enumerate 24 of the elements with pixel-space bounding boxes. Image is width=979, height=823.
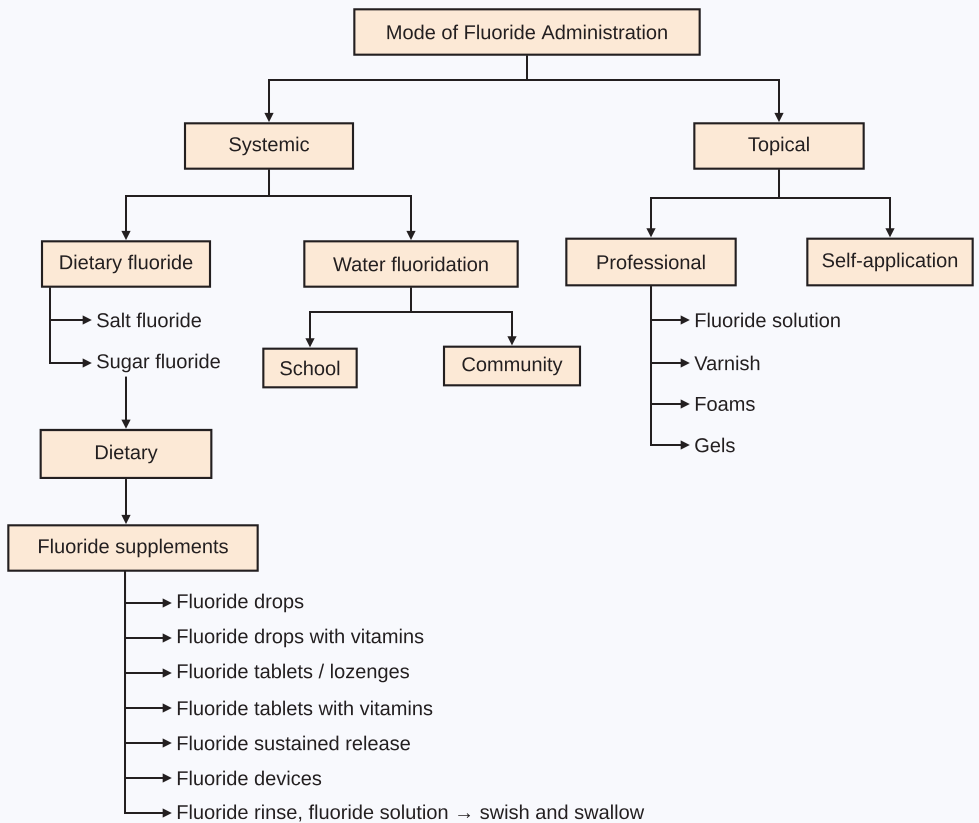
process-box: Dietary — [40, 428, 212, 480]
item-text: Fluoride sustained release — [178, 736, 410, 750]
item-text: Salt fluoride — [97, 312, 201, 328]
item-text: Foams — [696, 397, 755, 411]
process-box: Professional — [565, 238, 737, 286]
item-text: Sugar fluoride — [97, 354, 220, 372]
process-box: Dietary fluoride — [40, 240, 212, 288]
item-text: Fluoride solution — [696, 312, 840, 328]
item-text: Fluoride drops — [178, 594, 304, 612]
process-box: Systemic — [184, 122, 354, 170]
item-text: Varnish — [694, 356, 760, 370]
item-text: Fluoride tablets / lozenges — [178, 664, 409, 682]
process-box: Community — [442, 346, 582, 386]
item-text: Gels — [695, 438, 735, 452]
process-box: School — [262, 348, 358, 388]
process-box: Self-application — [806, 238, 974, 286]
item-text: Fluoride tablets with vitamins — [178, 700, 432, 716]
process-box: Water fluoridation — [303, 240, 519, 288]
process-box: Fluoride supplements — [7, 524, 259, 572]
item-text: Fluoride devices — [178, 770, 322, 786]
item-text: Fluoride rinse, fluoride solution → swish and swallow — [178, 804, 644, 822]
process-box: Mode of Fluoride Administration — [353, 8, 701, 56]
item-text: Fluoride drops with vitamins — [178, 628, 424, 648]
process-box: Topical — [693, 122, 865, 170]
